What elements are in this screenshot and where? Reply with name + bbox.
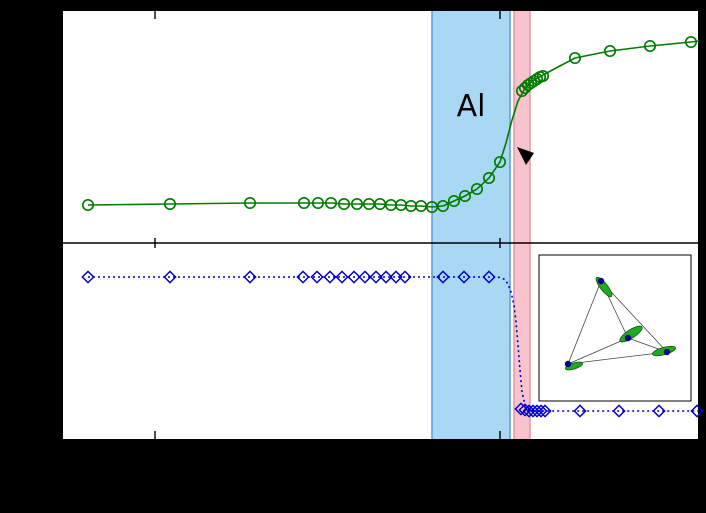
circle-data-marker — [568, 51, 582, 65]
diamond-data-marker — [538, 404, 552, 418]
plot-frame — [61, 9, 700, 441]
diamond-data-marker — [514, 402, 528, 416]
circle-data-marker — [297, 196, 311, 210]
circle-data-marker — [436, 199, 450, 213]
al-region-label: Al — [457, 89, 486, 124]
cluster-atom — [624, 334, 632, 342]
diamond-data-marker — [369, 270, 383, 284]
cluster-bond — [567, 351, 668, 365]
cluster-bond — [567, 337, 629, 365]
diamond-data-marker — [436, 270, 450, 284]
circle-data-marker — [163, 197, 177, 211]
circle-data-marker — [447, 194, 461, 208]
circle-data-marker — [337, 197, 351, 211]
cluster-atom — [597, 277, 605, 285]
spin-density-lobe — [564, 361, 584, 371]
diamond-data-marker — [573, 404, 587, 418]
circle-data-marker — [643, 39, 657, 53]
diamond-data-marker — [379, 270, 393, 284]
circle-data-marker — [536, 69, 550, 83]
circle-data-marker — [470, 182, 484, 196]
series-layer — [81, 35, 704, 418]
cluster-atom — [564, 360, 572, 368]
diamond-data-marker — [612, 404, 626, 418]
circle-data-marker — [603, 44, 617, 58]
diamond-data-marker — [482, 270, 496, 284]
circle-data-marker — [458, 189, 472, 203]
diamond-data-marker — [163, 270, 177, 284]
diamond-data-marker — [358, 270, 372, 284]
diamond-data-marker — [335, 270, 349, 284]
diamond-data-marker — [323, 270, 337, 284]
cluster-atom — [663, 348, 671, 356]
diamond-data-marker — [652, 404, 666, 418]
diamond-data-marker — [310, 270, 324, 284]
diamond-data-marker — [534, 404, 548, 418]
circle-data-marker — [684, 35, 698, 49]
diamond-data-marker — [81, 270, 95, 284]
inset-layer — [538, 254, 692, 402]
diamond-data-marker — [398, 270, 412, 284]
cluster-bond — [600, 280, 668, 353]
diamond-data-marker — [457, 270, 471, 284]
annotation-layer: Al — [457, 89, 534, 165]
diamond-data-marker — [347, 270, 361, 284]
circle-data-marker — [482, 171, 496, 185]
al-band-region — [431, 9, 511, 441]
diamond-data-marker — [389, 270, 403, 284]
diamond-data-marker — [518, 403, 532, 417]
diamond-data-marker — [690, 404, 704, 418]
annotation-arrowhead — [517, 147, 534, 165]
bands-layer — [62, 9, 699, 441]
interface-band-region — [513, 9, 531, 441]
circle-data-marker — [493, 155, 507, 169]
circle-data-marker — [324, 196, 338, 210]
circle-data-marker — [311, 196, 325, 210]
cluster-bond — [567, 280, 602, 365]
frame-layer — [61, 9, 700, 441]
diamond-data-marker — [296, 270, 310, 284]
inset-box — [538, 254, 692, 402]
circle-data-marker — [243, 196, 257, 210]
diamond-data-marker — [243, 270, 257, 284]
circle-data-marker — [350, 197, 364, 211]
circle-data-marker — [81, 198, 95, 212]
circle-data-marker — [515, 84, 529, 98]
